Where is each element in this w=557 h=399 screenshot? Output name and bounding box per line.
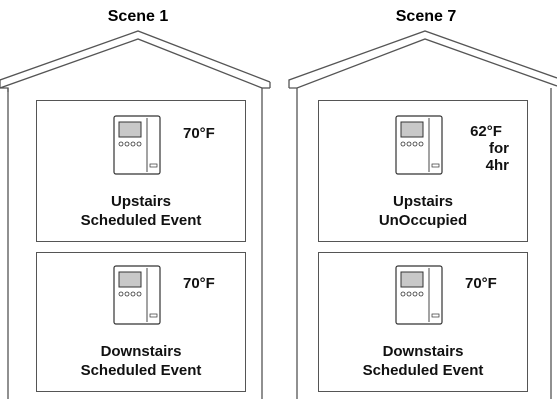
house-2-outline: [288, 30, 557, 399]
scene-1-upstairs-room: 70°F Upstairs Scheduled Event: [36, 100, 246, 242]
scene-1-downstairs-room: 70°F Downstairs Scheduled Event: [36, 252, 246, 392]
scene-7-upstairs-temp-duration: 4hr: [485, 157, 509, 174]
scene-7-downstairs-mode: Scheduled Event: [362, 362, 484, 379]
thermostat-icon: [113, 115, 161, 175]
scene-1-upstairs-name: Upstairs: [110, 193, 172, 210]
scene-7-upstairs-temp-for: for: [489, 140, 509, 157]
scene-7-upstairs-room: 62°F for 4hr Upstairs UnOccupied: [318, 100, 528, 242]
scene-1-downstairs-temp: 70°F: [183, 275, 215, 292]
scene-7-downstairs-room: 70°F Downstairs Scheduled Event: [318, 252, 528, 392]
thermostat-icon: [395, 115, 443, 175]
scene-7-upstairs-temp: 62°F: [470, 123, 502, 140]
scene-7-upstairs-mode: UnOccupied: [378, 212, 468, 229]
scene-7-downstairs-name: Downstairs: [382, 343, 464, 360]
scene-1-downstairs-name: Downstairs: [100, 343, 182, 360]
thermostat-icon: [395, 265, 443, 325]
scene-7-downstairs-temp: 70°F: [465, 275, 497, 292]
thermostat-icon: [113, 265, 161, 325]
scene-1-title: Scene 1: [107, 8, 169, 25]
scene-7-title: Scene 7: [395, 8, 457, 25]
scene-1-downstairs-mode: Scheduled Event: [80, 362, 202, 379]
scene-7-upstairs-name: Upstairs: [392, 193, 454, 210]
house-1-outline: [0, 30, 271, 399]
scene-1-upstairs-temp: 70°F: [183, 125, 215, 142]
scene-7-upstairs-temp-block: 62°F for 4hr: [459, 123, 513, 174]
scene-1-upstairs-mode: Scheduled Event: [80, 212, 202, 229]
